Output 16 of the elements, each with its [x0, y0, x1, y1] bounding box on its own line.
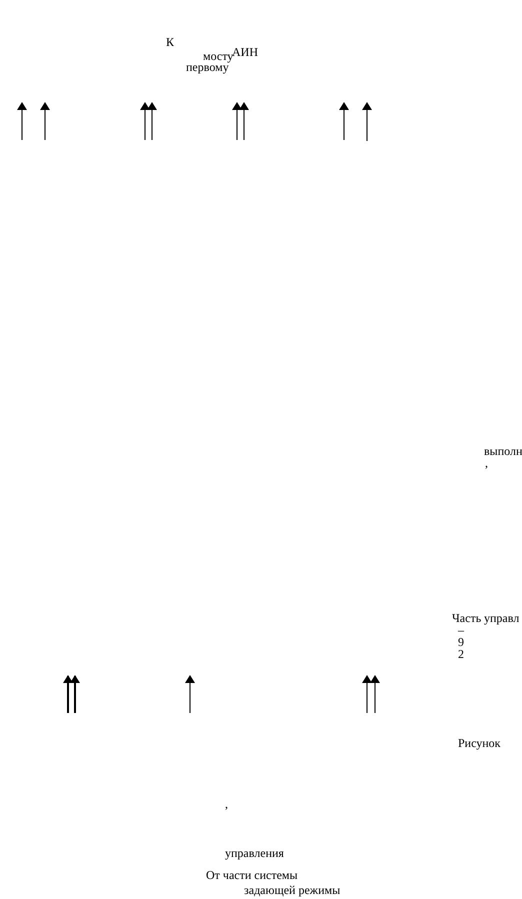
- text-label: мосту: [203, 50, 234, 64]
- text-label: управления: [225, 847, 284, 860]
- text-label: задающей режимы: [244, 884, 340, 898]
- text-label: 2: [458, 648, 464, 662]
- text-label: Рисунок: [458, 737, 501, 750]
- text-label: Часть: [452, 612, 482, 626]
- text-label: ,: [225, 798, 228, 812]
- text-label: ,: [485, 457, 488, 470]
- text-label: –: [458, 624, 464, 638]
- text-label: К: [166, 36, 174, 50]
- text-label: управл: [484, 612, 520, 626]
- text-label: выполн: [484, 445, 522, 458]
- text-label: АИН: [232, 46, 258, 59]
- text-label: 9: [458, 636, 464, 650]
- text-label: От части системы: [206, 869, 298, 882]
- text-label: первому: [186, 61, 229, 74]
